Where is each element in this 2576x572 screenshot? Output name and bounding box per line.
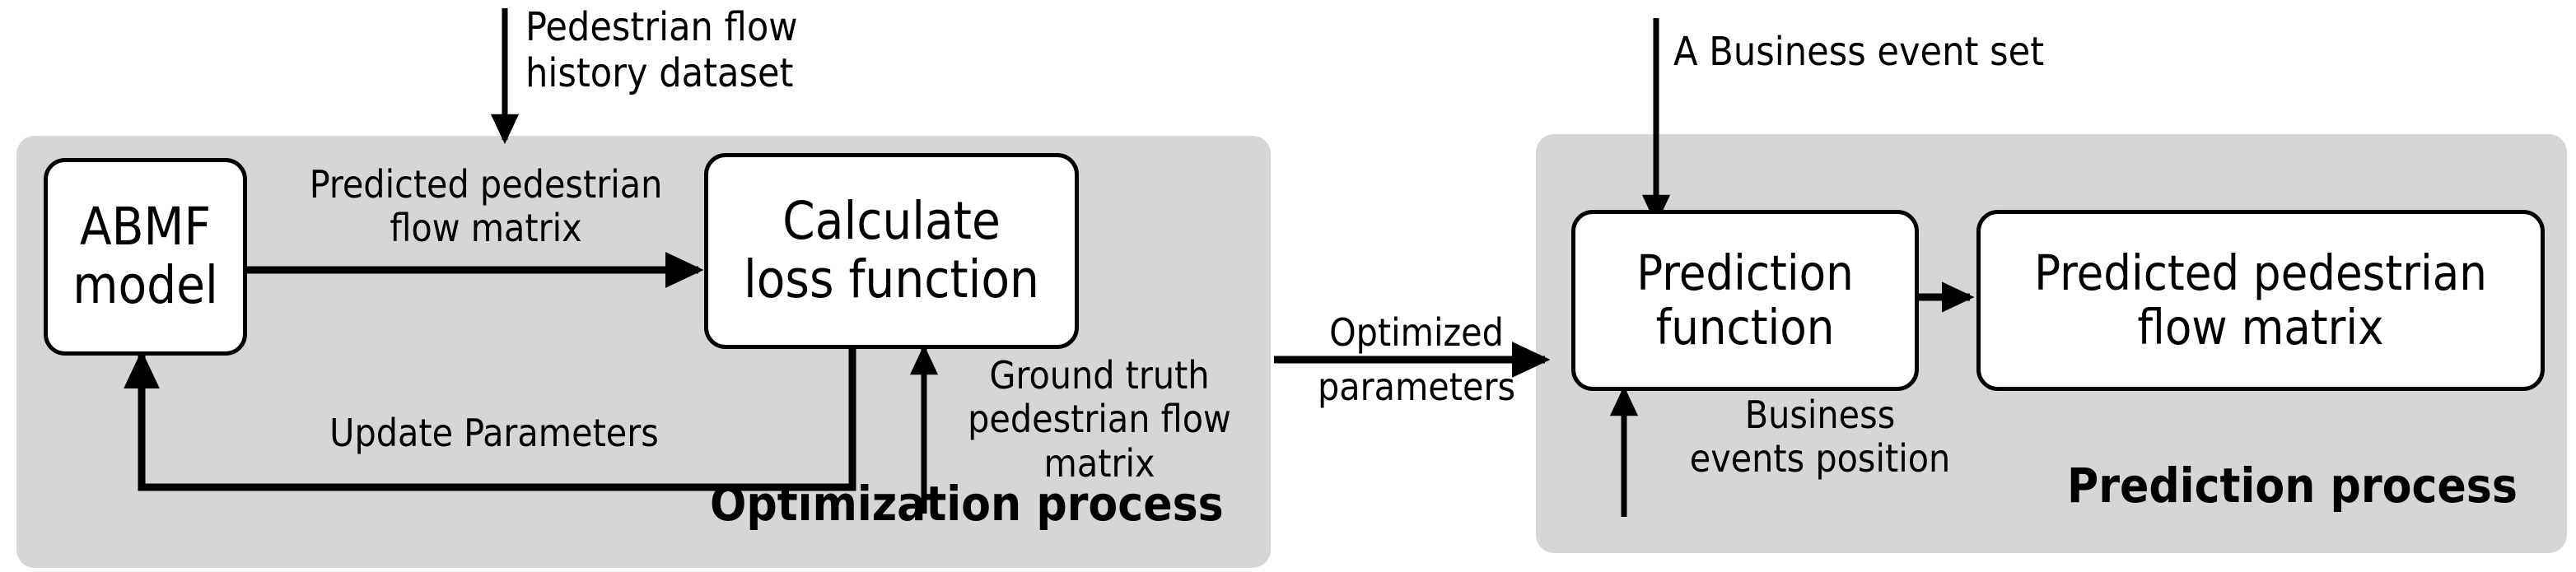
node-calculate-loss-function-label: Calculate loss function [744, 191, 1039, 309]
prediction-process-label: Prediction process [2067, 458, 2518, 514]
edge-label-predicted-matrix: Predicted pedestrian flow matrix [309, 162, 663, 251]
optimization-process-label: Optimization process [710, 476, 1224, 532]
edge-label-optimized-top: Optimized [1329, 310, 1504, 355]
node-calculate-loss-function[interactable]: Calculate loss function [704, 153, 1079, 349]
edge-label-business-events-position: Business events position [1689, 393, 1951, 481]
node-predicted-pedestrian-flow-matrix[interactable]: Predicted pedestrian flow matrix [1976, 210, 2545, 391]
node-abmf-model[interactable]: ABMF model [44, 158, 247, 356]
node-abmf-model-label: ABMF model [72, 197, 218, 315]
arrow-update-parameters [124, 341, 856, 491]
edge-label-optimized-bottom: parameters [1317, 365, 1516, 409]
edge-label-business-event-set: A Business event set [1673, 29, 2045, 75]
node-prediction-function[interactable]: Prediction function [1571, 210, 1919, 391]
edge-label-history-dataset: Pedestrian flow history dataset [525, 4, 798, 96]
edge-label-update-parameters: Update Parameters [329, 411, 659, 455]
edge-label-ground-truth: Ground truth pedestrian flow matrix [968, 353, 1231, 486]
node-prediction-function-label: Prediction function [1636, 244, 1854, 356]
node-predicted-pedestrian-flow-matrix-label: Predicted pedestrian flow matrix [2034, 244, 2487, 356]
